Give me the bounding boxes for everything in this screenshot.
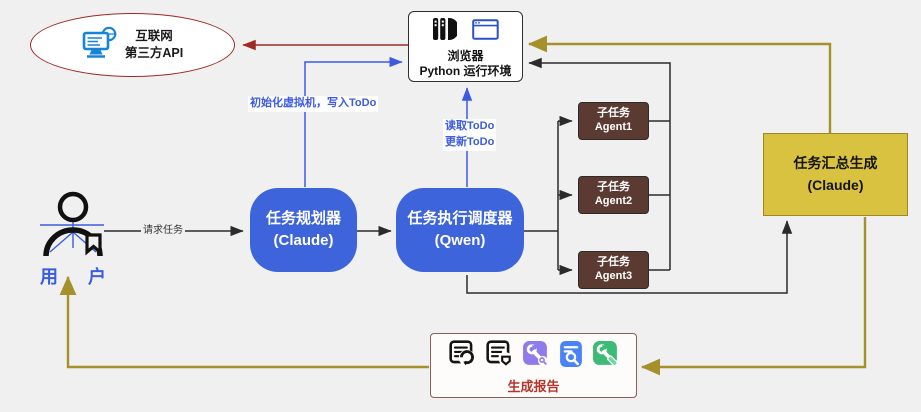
internet-api-node: 互联网 第三方API [30, 13, 235, 77]
task-summary-node: 任务汇总生成 (Claude) [763, 133, 908, 216]
read-todo-label: 读取ToDo [443, 119, 497, 135]
doc-edit-icon [485, 339, 514, 373]
internet-api-label: 互联网 第三方API [124, 29, 184, 60]
doc-sync-icon [448, 339, 477, 373]
subtask-agent2-node: 子任务 Agent2 [578, 176, 649, 214]
edge-summary-to-browser [527, 35, 832, 133]
edge-summary-to-report [640, 217, 867, 376]
person-icon [38, 190, 108, 266]
browser-window-icon [472, 18, 499, 45]
python-runtime-label: Python 运行环境 [419, 64, 512, 78]
browser-python-node: 浏览器 Python 运行环境 [408, 11, 523, 82]
init-vm-label: 初始化虚拟机，写入ToDo [248, 96, 379, 112]
edge-planner-to-browser [304, 56, 403, 187]
edge-agents-to-browser [528, 57, 671, 270]
browser-label: 浏览器 [447, 49, 484, 63]
purple-tool-search-icon [522, 340, 550, 373]
update-todo-label: 更新ToDo [443, 135, 497, 151]
internet-computer-icon [82, 26, 118, 64]
task-scheduler-node: 任务执行调度器 (Qwen) [396, 188, 524, 272]
report-icons-row [448, 339, 620, 373]
report-node: 生成报告 [430, 333, 637, 398]
task-planner-node: 任务规划器 (Claude) [250, 188, 357, 272]
subtask-agent1-node: 子任务 Agent1 [578, 102, 649, 140]
subtask-agent3-node: 子任务 Agent3 [578, 251, 649, 289]
server-icon [432, 16, 459, 47]
green-tool-edit-icon [592, 340, 620, 373]
edge-report-to-user [59, 275, 429, 369]
request-task-label: 请求任务 [141, 224, 185, 239]
blue-file-search-icon [558, 340, 584, 373]
user-label: 用 户 [40, 267, 106, 287]
generate-report-label: 生成报告 [507, 379, 560, 394]
